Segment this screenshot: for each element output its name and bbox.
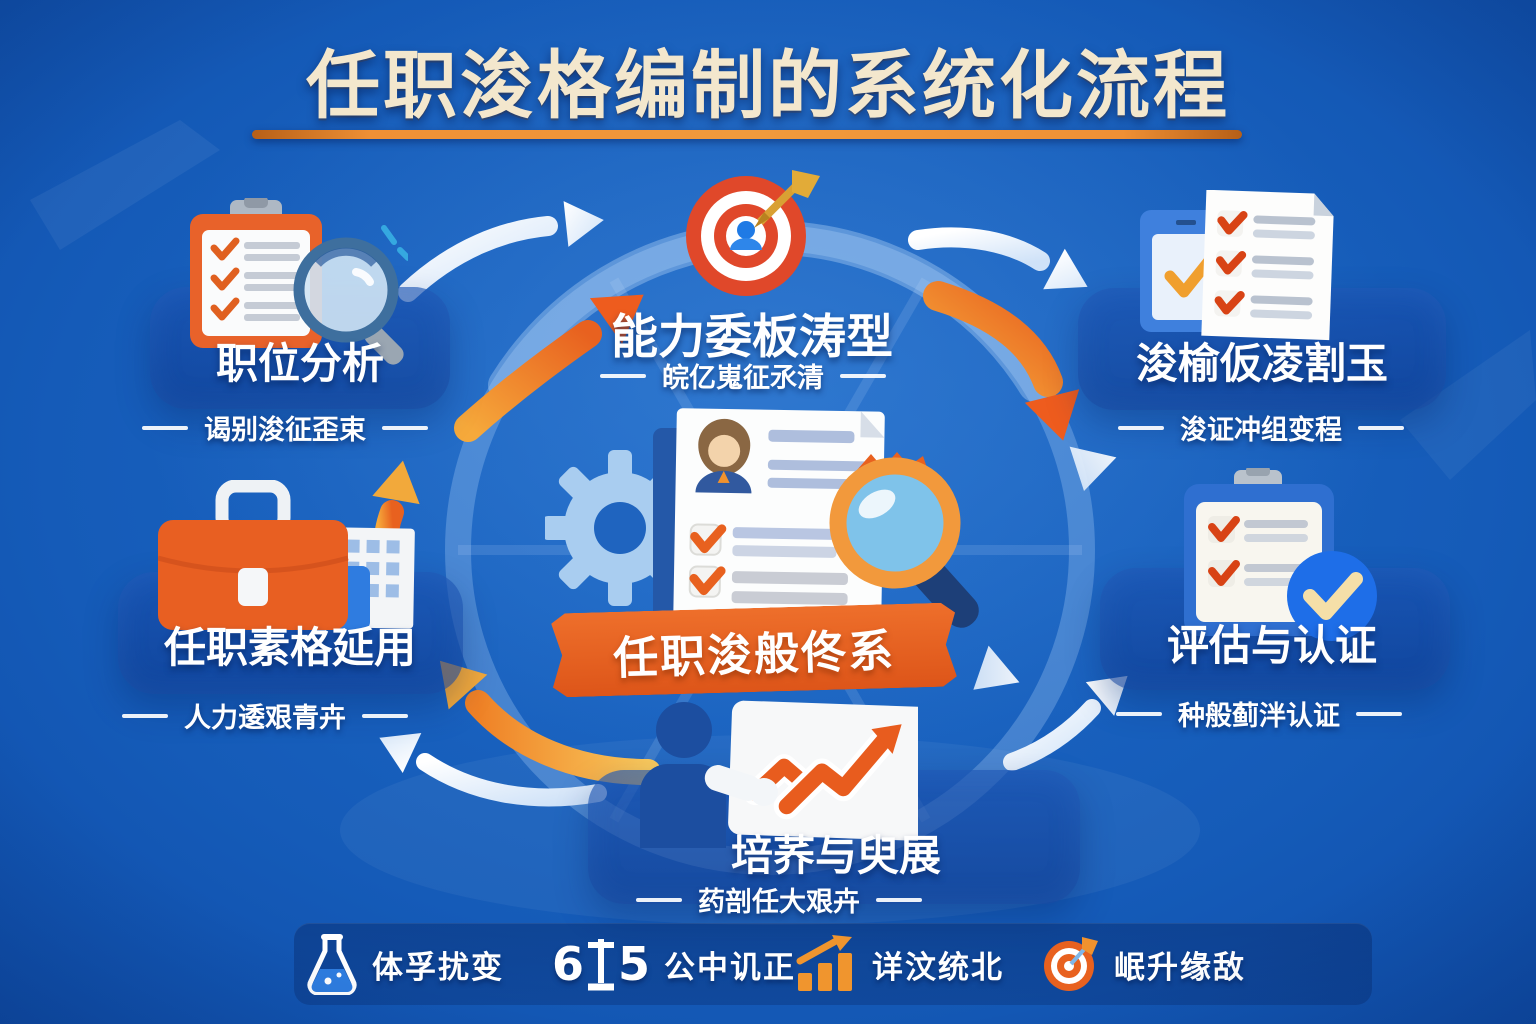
ring-arrowhead bbox=[973, 645, 1020, 690]
node-title-training-development: 培荞与臾展 bbox=[730, 831, 942, 880]
node-title-qualification-application: 任职素格延用 bbox=[163, 623, 417, 672]
node-subtitle-job-analysis: 谒别浚征歪束 bbox=[142, 408, 428, 447]
legend-item-flask: 体孚扰变 bbox=[306, 932, 504, 996]
clipboard-check-badge-icon bbox=[1182, 466, 1382, 654]
legend-item-bar-chart: 详汶统北 bbox=[796, 932, 1004, 996]
page-title: 任职浚格编制的系统化流程 bbox=[306, 43, 1230, 129]
dart bbox=[754, 170, 820, 228]
clipboard-magnifier-icon bbox=[188, 196, 411, 370]
checklist-tablet-icon bbox=[1140, 189, 1340, 346]
node-subtitle-competency-model: 皖亿嵬征氶清 bbox=[600, 356, 886, 395]
legend-item-balance: 6 5 公中讥正 bbox=[552, 932, 796, 996]
avatar bbox=[695, 418, 752, 494]
target-person-icon bbox=[680, 166, 830, 306]
scale-left-digit: 6 bbox=[552, 937, 585, 991]
node-title-standard-setting: 浚榆仮凌割玉 bbox=[1135, 339, 1389, 388]
briefcase-document-icon bbox=[157, 479, 418, 634]
legend-label-flask: 体孚扰变 bbox=[372, 949, 504, 986]
legend-label-balance: 公中讥正 bbox=[664, 949, 797, 986]
balance-scale-icon bbox=[588, 939, 615, 991]
title-underline bbox=[252, 130, 1242, 139]
white-flow-arrows bbox=[379, 201, 1128, 807]
flask-icon bbox=[307, 934, 357, 995]
legend-label-target: 岷升缘敌 bbox=[1114, 949, 1246, 986]
qualification-system-icon bbox=[542, 408, 1015, 702]
bar-chart-icon bbox=[796, 935, 852, 991]
node-subtitle-assessment-certification: 种般蓟泮认证 bbox=[1116, 694, 1402, 733]
node-title-job-analysis: 职位分析 bbox=[215, 339, 385, 388]
node-subtitle-qualification-application: 人力逶艰青卉 bbox=[122, 696, 408, 735]
center-banner-label: 任职浚般佟系 bbox=[612, 623, 896, 685]
center-banner: 任职浚般佟系 bbox=[551, 602, 957, 697]
node-subtitle-training-development: 药剖任大艰卉 bbox=[636, 880, 922, 919]
legend-label-bar-chart: 详汶统北 bbox=[872, 949, 1004, 986]
ring-arrowhead bbox=[1069, 446, 1117, 491]
center-magnifier-icon bbox=[829, 452, 979, 628]
node-title-assessment-certification: 评估与认证 bbox=[1166, 621, 1378, 670]
node-subtitle-standard-setting: 浚证冲组变程 bbox=[1118, 408, 1404, 447]
legend-item-target: 岷升缘敌 bbox=[1042, 932, 1246, 996]
trainer-growth-chart-icon bbox=[638, 700, 944, 854]
node-title-competency-model: 能力委板涛型 bbox=[611, 310, 893, 365]
target-icon bbox=[1044, 937, 1098, 991]
magnifier bbox=[293, 237, 404, 365]
scale-right-digit: 5 bbox=[618, 937, 651, 991]
